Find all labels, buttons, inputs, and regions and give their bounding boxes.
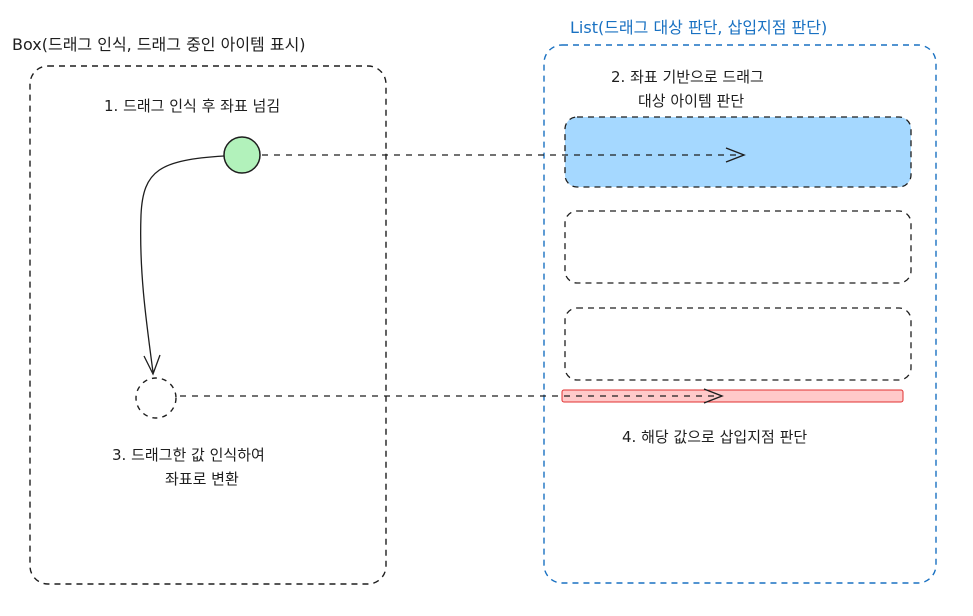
- insertion-point-indicator: [561, 389, 904, 403]
- step2-label-line2: 대상 아이템 판단: [638, 92, 744, 110]
- box-container: [29, 65, 387, 585]
- list-item: [564, 307, 912, 381]
- conversion-arrowhead: [143, 354, 161, 376]
- list-container: [543, 44, 937, 584]
- insertion-arrowhead: [703, 388, 724, 404]
- step3-label-line1: 3. 드래그한 값 인식하여: [112, 446, 265, 464]
- converted-point: [135, 377, 177, 419]
- conversion-arrow: [140, 155, 225, 373]
- step3-label-line2: 좌표로 변환: [165, 470, 239, 488]
- list-item: [564, 210, 912, 284]
- coordinate-arrowhead: [725, 147, 746, 163]
- step1-label: 1. 드래그 인식 후 좌표 넘김: [104, 97, 280, 115]
- list-title: List(드래그 대상 판단, 삽입지점 판단): [570, 18, 827, 37]
- step2-label-line1: 2. 좌표 기반으로 드래그: [611, 68, 764, 86]
- drag-point: [223, 136, 261, 174]
- box-title: Box(드래그 인식, 드래그 중인 아이템 표시): [12, 35, 306, 54]
- step4-label: 4. 해당 값으로 삽입지점 판단: [622, 428, 807, 446]
